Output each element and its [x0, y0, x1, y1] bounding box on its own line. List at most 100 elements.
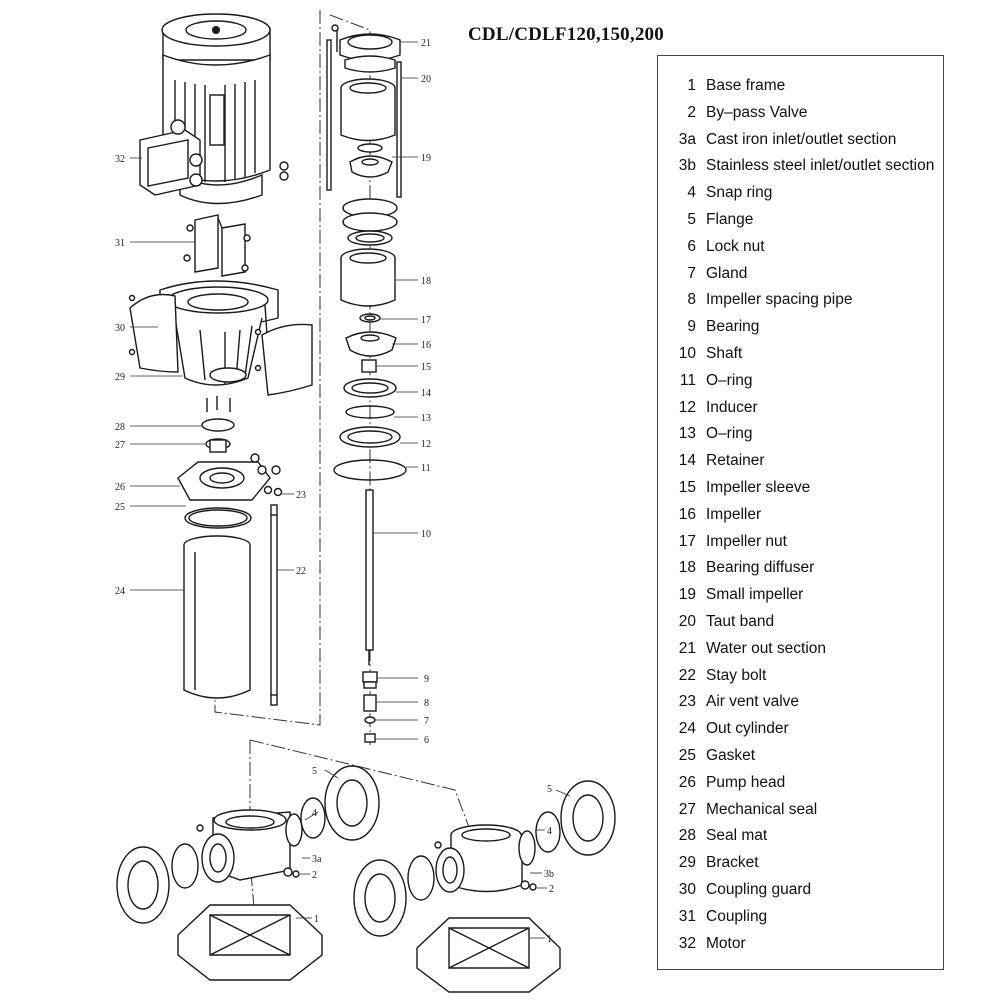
callout-17: 17 — [421, 315, 431, 326]
legend-number: 27 — [678, 800, 696, 818]
callout-21: 21 — [421, 38, 431, 49]
legend-part-name: Cast iron inlet/outlet section — [706, 130, 897, 148]
legend-row: 14 Retainer — [658, 448, 765, 474]
callout-29: 29 — [115, 372, 125, 383]
gland — [364, 716, 376, 724]
bearing-diffuser-upper — [340, 78, 396, 142]
legend-number: 4 — [687, 184, 696, 202]
legend-number: 15 — [678, 479, 696, 496]
callout-11: 11 — [421, 463, 431, 474]
legend-number: 19 — [678, 586, 696, 604]
callout-right-4: 4 — [547, 826, 552, 837]
legend-number: 16 — [678, 505, 696, 523]
callout-15: 15 — [421, 362, 431, 373]
legend-number: 6 — [687, 237, 696, 255]
stay-bolt — [270, 504, 278, 706]
legend-part-name: Coupling — [706, 907, 768, 925]
legend-number: 14 — [678, 452, 696, 470]
leader-lines — [130, 41, 571, 939]
coupling-guard — [128, 293, 313, 396]
callout-left-2: 2 — [312, 870, 317, 881]
callout-23: 23 — [296, 490, 306, 501]
legend-part-name: O–ring — [706, 425, 753, 443]
legend-part-name: Pump head — [706, 773, 786, 791]
callout-31: 31 — [115, 238, 125, 249]
callout-22: 22 — [296, 566, 306, 577]
legend-part-name: By–pass Valve — [706, 103, 808, 121]
legend-part-name: Bracket — [706, 854, 759, 872]
legend-number: 23 — [678, 693, 696, 711]
callout-12: 12 — [421, 439, 431, 450]
legend-part-name: Stay bolt — [706, 666, 767, 684]
pump-head — [177, 453, 283, 501]
legend-row: 25 Gasket — [658, 743, 755, 769]
legend-part-name: Gland — [706, 264, 748, 282]
legend-row: 12 Inducer — [658, 395, 758, 421]
left-base-assembly — [116, 765, 380, 981]
legend-part-name: Taut band — [706, 613, 775, 630]
callout-32: 32 — [115, 154, 125, 165]
shaft — [365, 489, 374, 665]
legend-part-name: Impeller nut — [706, 532, 787, 550]
callout-right-5: 5 — [547, 784, 552, 795]
legend-part-name: Water out section — [706, 639, 827, 657]
impeller-nut — [359, 313, 381, 323]
water-out-section — [331, 24, 401, 73]
legend-row: 29 Bracket — [658, 850, 759, 876]
legend-number: 24 — [678, 720, 696, 738]
bearing-9 — [362, 671, 378, 689]
legend-number: 12 — [678, 398, 696, 416]
callout-right-2: 2 — [549, 884, 554, 895]
o-ring-11 — [333, 459, 407, 481]
callout-24: 24 — [115, 586, 125, 597]
callout-30: 30 — [115, 323, 125, 334]
lock-nut — [364, 733, 376, 743]
callout-20: 20 — [421, 74, 431, 85]
callout-left-1: 1 — [314, 914, 319, 925]
impeller — [345, 331, 397, 357]
legend-part-name: Snap ring — [706, 184, 773, 202]
legend-number: 2 — [687, 103, 696, 121]
legend-number: 9 — [687, 318, 696, 336]
legend-number: 30 — [678, 881, 696, 898]
legend-part-name: Retainer — [706, 452, 765, 470]
callout-6: 6 — [424, 735, 429, 746]
motor — [139, 13, 289, 205]
impeller-sleeve — [361, 359, 377, 373]
callout-16: 16 — [421, 340, 431, 351]
legend-number: 5 — [687, 211, 696, 228]
legend-number: 31 — [678, 907, 696, 925]
legend-number: 10 — [678, 345, 696, 362]
legend-row: 16 Impeller — [658, 502, 761, 528]
legend-part-name: Inducer — [706, 398, 758, 416]
callout-right-3b: 3b — [544, 869, 554, 880]
callout-9: 9 — [424, 674, 429, 685]
right-base-assembly — [353, 780, 616, 993]
legend-number: 25 — [678, 747, 696, 764]
legend-part-name: Impeller — [706, 505, 762, 523]
callout-19: 19 — [421, 153, 431, 164]
callout-7: 7 — [424, 716, 429, 727]
callout-18: 18 — [421, 276, 431, 287]
legend-number: 1 — [687, 77, 696, 94]
legend-part-name: Air vent valve — [706, 693, 800, 711]
callout-14: 14 — [421, 388, 431, 399]
legend-number: 13 — [678, 425, 696, 443]
legend-part-name: Gasket — [706, 747, 756, 764]
legend-number: 29 — [678, 854, 696, 872]
